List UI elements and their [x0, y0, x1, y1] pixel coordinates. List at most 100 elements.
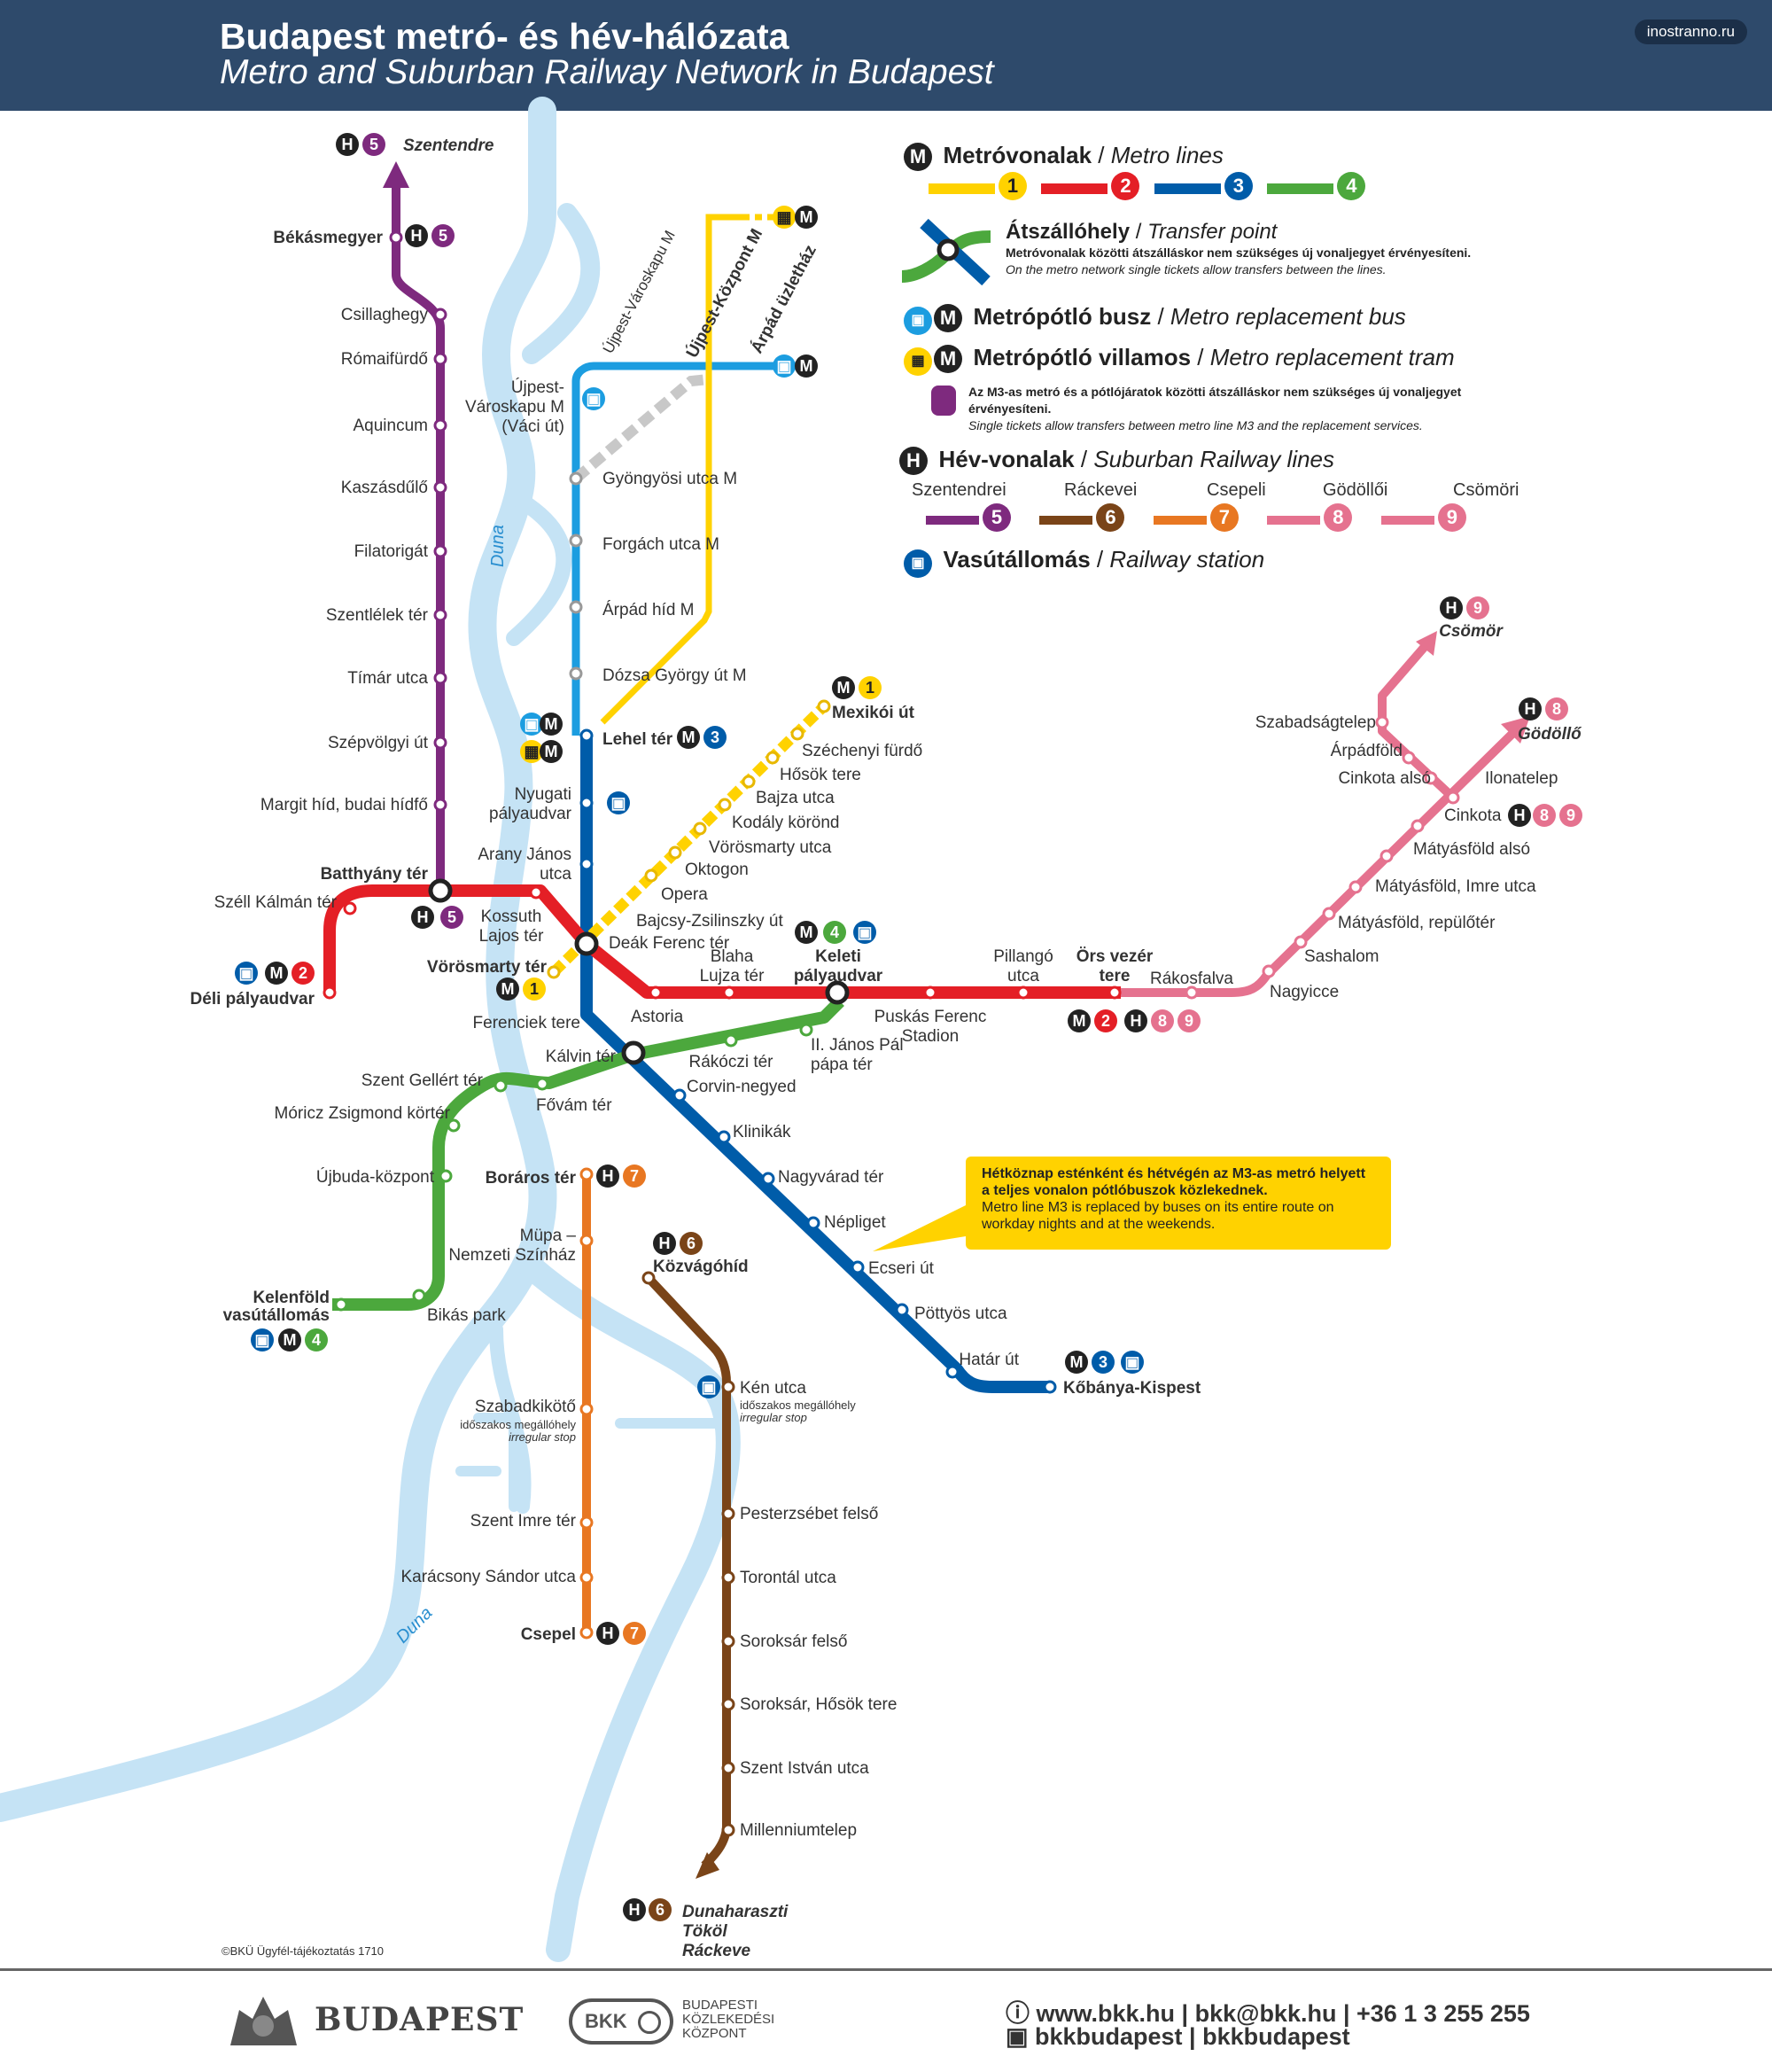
station-label[interactable]: Nemzeti Színház	[448, 1246, 576, 1265]
station-marker[interactable]	[1424, 771, 1438, 785]
station-label[interactable]: Árpád üzletház	[747, 242, 820, 357]
station-marker[interactable]	[579, 857, 594, 871]
station-label[interactable]: Stadion	[902, 1027, 959, 1046]
station-marker[interactable]	[1016, 985, 1030, 1000]
station-label[interactable]: Nagyvárad tér	[778, 1168, 884, 1187]
station-label[interactable]: (Váci út)	[501, 417, 564, 436]
station-label[interactable]: Mátyásföld alsó	[1413, 840, 1530, 859]
station-label[interactable]: Hősök tere	[780, 766, 861, 784]
station-label[interactable]: Pillangó	[993, 947, 1053, 966]
station-label[interactable]: Árpádföld	[1331, 742, 1403, 760]
station-label[interactable]: Aquincum	[354, 417, 429, 435]
station-marker[interactable]	[412, 1289, 426, 1303]
station-label[interactable]: Újpest-	[511, 378, 564, 397]
station-marker[interactable]	[494, 1079, 508, 1093]
station-label[interactable]: Klinikák	[733, 1123, 791, 1141]
station-label[interactable]: Bikás park	[427, 1306, 506, 1325]
station-label[interactable]: Pesterzsébet felső	[740, 1505, 878, 1523]
station-label[interactable]: pályaudvar	[794, 967, 883, 985]
station-label[interactable]: Corvin-negyed	[687, 1078, 797, 1096]
station-label[interactable]: Bajcsy-Zsilinszky út	[636, 912, 783, 931]
station-label[interactable]: irregular stop	[509, 1430, 576, 1444]
station-marker[interactable]	[1043, 1380, 1057, 1394]
station-marker[interactable]	[1380, 849, 1394, 863]
credit-badge[interactable]: inostranno.ru	[1634, 19, 1747, 44]
station-label[interactable]: Nagyicce	[1270, 983, 1339, 1001]
station-marker[interactable]	[1402, 751, 1416, 765]
station-label[interactable]: vasútállomás	[223, 1306, 330, 1325]
station-label[interactable]: Kőbánya-Kispest	[1063, 1379, 1201, 1398]
station-marker[interactable]	[790, 727, 804, 741]
station-label[interactable]: Városkapu M	[465, 398, 564, 417]
station-label[interactable]: Népliget	[824, 1213, 886, 1232]
station-marker[interactable]	[721, 1507, 735, 1521]
station-marker[interactable]	[433, 308, 447, 322]
station-label[interactable]: Deák Ferenc tér	[609, 934, 730, 953]
station-marker[interactable]	[721, 1823, 735, 1837]
station-label[interactable]: Nyugati	[515, 785, 571, 804]
station-label[interactable]: Széchenyi fürdő	[802, 742, 922, 760]
station-marker[interactable]	[945, 1365, 960, 1379]
station-label[interactable]: Astoria	[631, 1008, 684, 1026]
station-label[interactable]: Kén utca	[740, 1379, 806, 1398]
station-marker[interactable]	[668, 845, 682, 860]
station-label[interactable]: Móricz Zsigmond körtér	[275, 1104, 451, 1123]
station-label[interactable]: Gödöllő	[1518, 725, 1582, 744]
station-marker[interactable]	[644, 869, 658, 883]
station-marker[interactable]	[851, 1260, 865, 1274]
station-label[interactable]: Szépvölgyi út	[328, 734, 429, 752]
station-label[interactable]: Filatorigát	[354, 542, 429, 561]
station-marker[interactable]	[433, 798, 447, 812]
station-marker[interactable]	[343, 901, 357, 915]
station-marker[interactable]	[447, 1118, 461, 1133]
station-marker[interactable]	[579, 728, 594, 743]
station-label[interactable]: Keleti	[815, 947, 861, 966]
station-marker[interactable]	[724, 1033, 738, 1048]
station-label[interactable]: Kálvin tér	[546, 1048, 617, 1066]
station-marker[interactable]	[334, 1297, 348, 1312]
station-label[interactable]: Ferenciek tere	[473, 1014, 580, 1032]
station-label[interactable]: Ecseri út	[868, 1259, 935, 1278]
station-label[interactable]: Puskás Ferenc	[874, 1008, 987, 1026]
station-label[interactable]: Szent Gellért tér	[361, 1071, 484, 1090]
station-marker[interactable]	[579, 1167, 594, 1181]
station-label[interactable]: Lujza tér	[700, 967, 766, 985]
transfer-station-marker[interactable]	[825, 980, 850, 1005]
station-marker[interactable]	[535, 1077, 549, 1091]
station-label[interactable]: Déli pályaudvar	[190, 990, 315, 1009]
station-label[interactable]: tere	[1100, 967, 1131, 985]
station-label[interactable]: utca	[1007, 967, 1039, 985]
station-marker[interactable]	[389, 230, 403, 245]
station-label[interactable]: Opera	[661, 885, 708, 904]
station-marker[interactable]	[722, 985, 736, 1000]
transfer-station-marker[interactable]	[621, 1040, 646, 1065]
station-label[interactable]: Határ út	[959, 1351, 1019, 1369]
station-marker[interactable]	[1108, 985, 1122, 1000]
station-marker[interactable]	[649, 985, 663, 1000]
station-label[interactable]: Lehel tér	[602, 730, 673, 749]
station-marker[interactable]	[799, 1023, 813, 1037]
station-marker[interactable]	[817, 699, 831, 713]
station-label[interactable]: Tököl	[682, 1922, 727, 1941]
station-marker[interactable]	[1375, 715, 1389, 729]
station-label[interactable]: Újbuda-központ	[316, 1167, 435, 1187]
station-marker[interactable]	[433, 671, 447, 685]
station-marker[interactable]	[569, 666, 583, 681]
station-marker[interactable]	[433, 480, 447, 495]
station-marker[interactable]	[579, 1515, 594, 1530]
station-marker[interactable]	[579, 1625, 594, 1640]
station-marker[interactable]	[579, 1402, 594, 1416]
station-marker[interactable]	[895, 1303, 909, 1317]
station-marker[interactable]	[579, 796, 594, 810]
station-label[interactable]: Csömör	[1439, 622, 1504, 641]
station-label[interactable]: pályaudvar	[489, 805, 572, 823]
station-label[interactable]: Batthyány tér	[321, 865, 429, 884]
station-label[interactable]: Müpa –	[520, 1227, 577, 1245]
station-marker[interactable]	[433, 736, 447, 750]
station-marker[interactable]	[433, 418, 447, 432]
contact-line-2[interactable]: ▣ bkkbudapest | bkkbudapest	[1006, 2023, 1350, 2051]
station-label[interactable]: Csepel	[521, 1625, 576, 1644]
station-marker[interactable]	[672, 1088, 687, 1102]
station-marker[interactable]	[1411, 819, 1425, 833]
station-marker[interactable]	[433, 608, 447, 622]
